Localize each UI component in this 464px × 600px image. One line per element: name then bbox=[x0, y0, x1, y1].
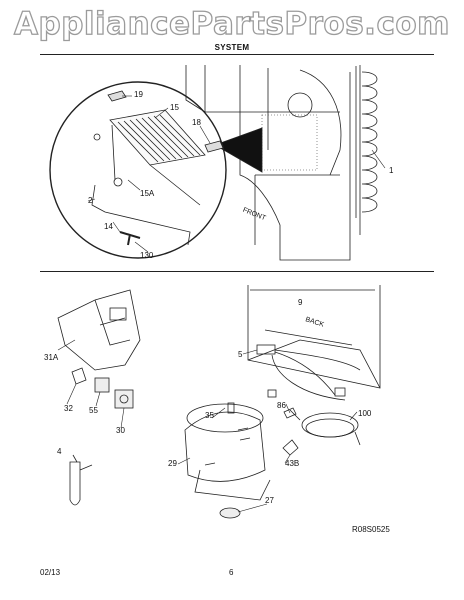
header-rule bbox=[40, 54, 434, 55]
retainer-clip-icon bbox=[71, 367, 87, 385]
overload-terminal-icon bbox=[119, 394, 129, 404]
heater-connector-icon bbox=[93, 133, 101, 141]
callout-130: 130 bbox=[140, 251, 154, 260]
power-cord-icon bbox=[289, 409, 361, 446]
callout-32: 32 bbox=[64, 404, 73, 413]
callout-2: 2 bbox=[88, 196, 93, 205]
drain-trap-icon bbox=[119, 231, 141, 246]
callout-18: 18 bbox=[192, 118, 201, 127]
mounting-grommet-icon bbox=[219, 507, 241, 519]
callout-35: 35 bbox=[205, 411, 214, 420]
callout-4: 4 bbox=[57, 447, 62, 456]
callout-86: 86 bbox=[277, 401, 286, 410]
drain-tube-icon bbox=[91, 184, 191, 246]
drier-stem-icon bbox=[72, 454, 78, 463]
callout-100: 100 bbox=[358, 409, 372, 418]
callout-29: 29 bbox=[168, 459, 177, 468]
callout-5: 5 bbox=[238, 350, 243, 359]
callout-9: 9 bbox=[298, 298, 303, 307]
evaporator-coil-icon bbox=[109, 109, 206, 206]
callout-14: 14 bbox=[104, 222, 113, 231]
callout-43b: 43B bbox=[285, 459, 300, 468]
filter-drier-icon bbox=[69, 461, 93, 506]
detail-magnifier-circle bbox=[49, 81, 227, 259]
watermark-logo: AppliancePartsPros.com bbox=[13, 5, 450, 42]
foam-block-icon bbox=[204, 140, 224, 153]
compressor-icon bbox=[184, 402, 271, 501]
callout-31a: 31A bbox=[44, 353, 59, 362]
detail-pointer-arrow bbox=[214, 127, 263, 173]
callout-30: 30 bbox=[116, 426, 125, 435]
callout-15: 15 bbox=[170, 103, 179, 112]
foam-block-icon bbox=[107, 90, 127, 102]
relay-cover-icon bbox=[57, 289, 141, 371]
footer-page-number: 6 bbox=[229, 568, 234, 577]
cabinet-back bbox=[247, 285, 381, 389]
callout-27: 27 bbox=[265, 496, 274, 505]
callout-15a: 15A bbox=[140, 189, 155, 198]
ptc-relay-icon bbox=[94, 377, 110, 393]
overload-protector-icon bbox=[114, 389, 134, 409]
condenser-coil-icon bbox=[355, 66, 378, 218]
callout-19: 19 bbox=[134, 90, 143, 99]
section-title: SYSTEM bbox=[214, 43, 250, 52]
wiring-harness-icon bbox=[256, 344, 361, 401]
figure-code: R08S0525 bbox=[352, 525, 390, 534]
callout-55: 55 bbox=[89, 406, 98, 415]
callout-1: 1 bbox=[389, 166, 394, 175]
footer-date: 02/13 bbox=[40, 568, 61, 577]
cabinet-liner bbox=[185, 65, 361, 261]
section-divider bbox=[40, 271, 434, 272]
cord-clamp-icon bbox=[283, 407, 297, 419]
terminal-clip-icon bbox=[282, 439, 299, 456]
callout-leaders bbox=[57, 95, 386, 513]
